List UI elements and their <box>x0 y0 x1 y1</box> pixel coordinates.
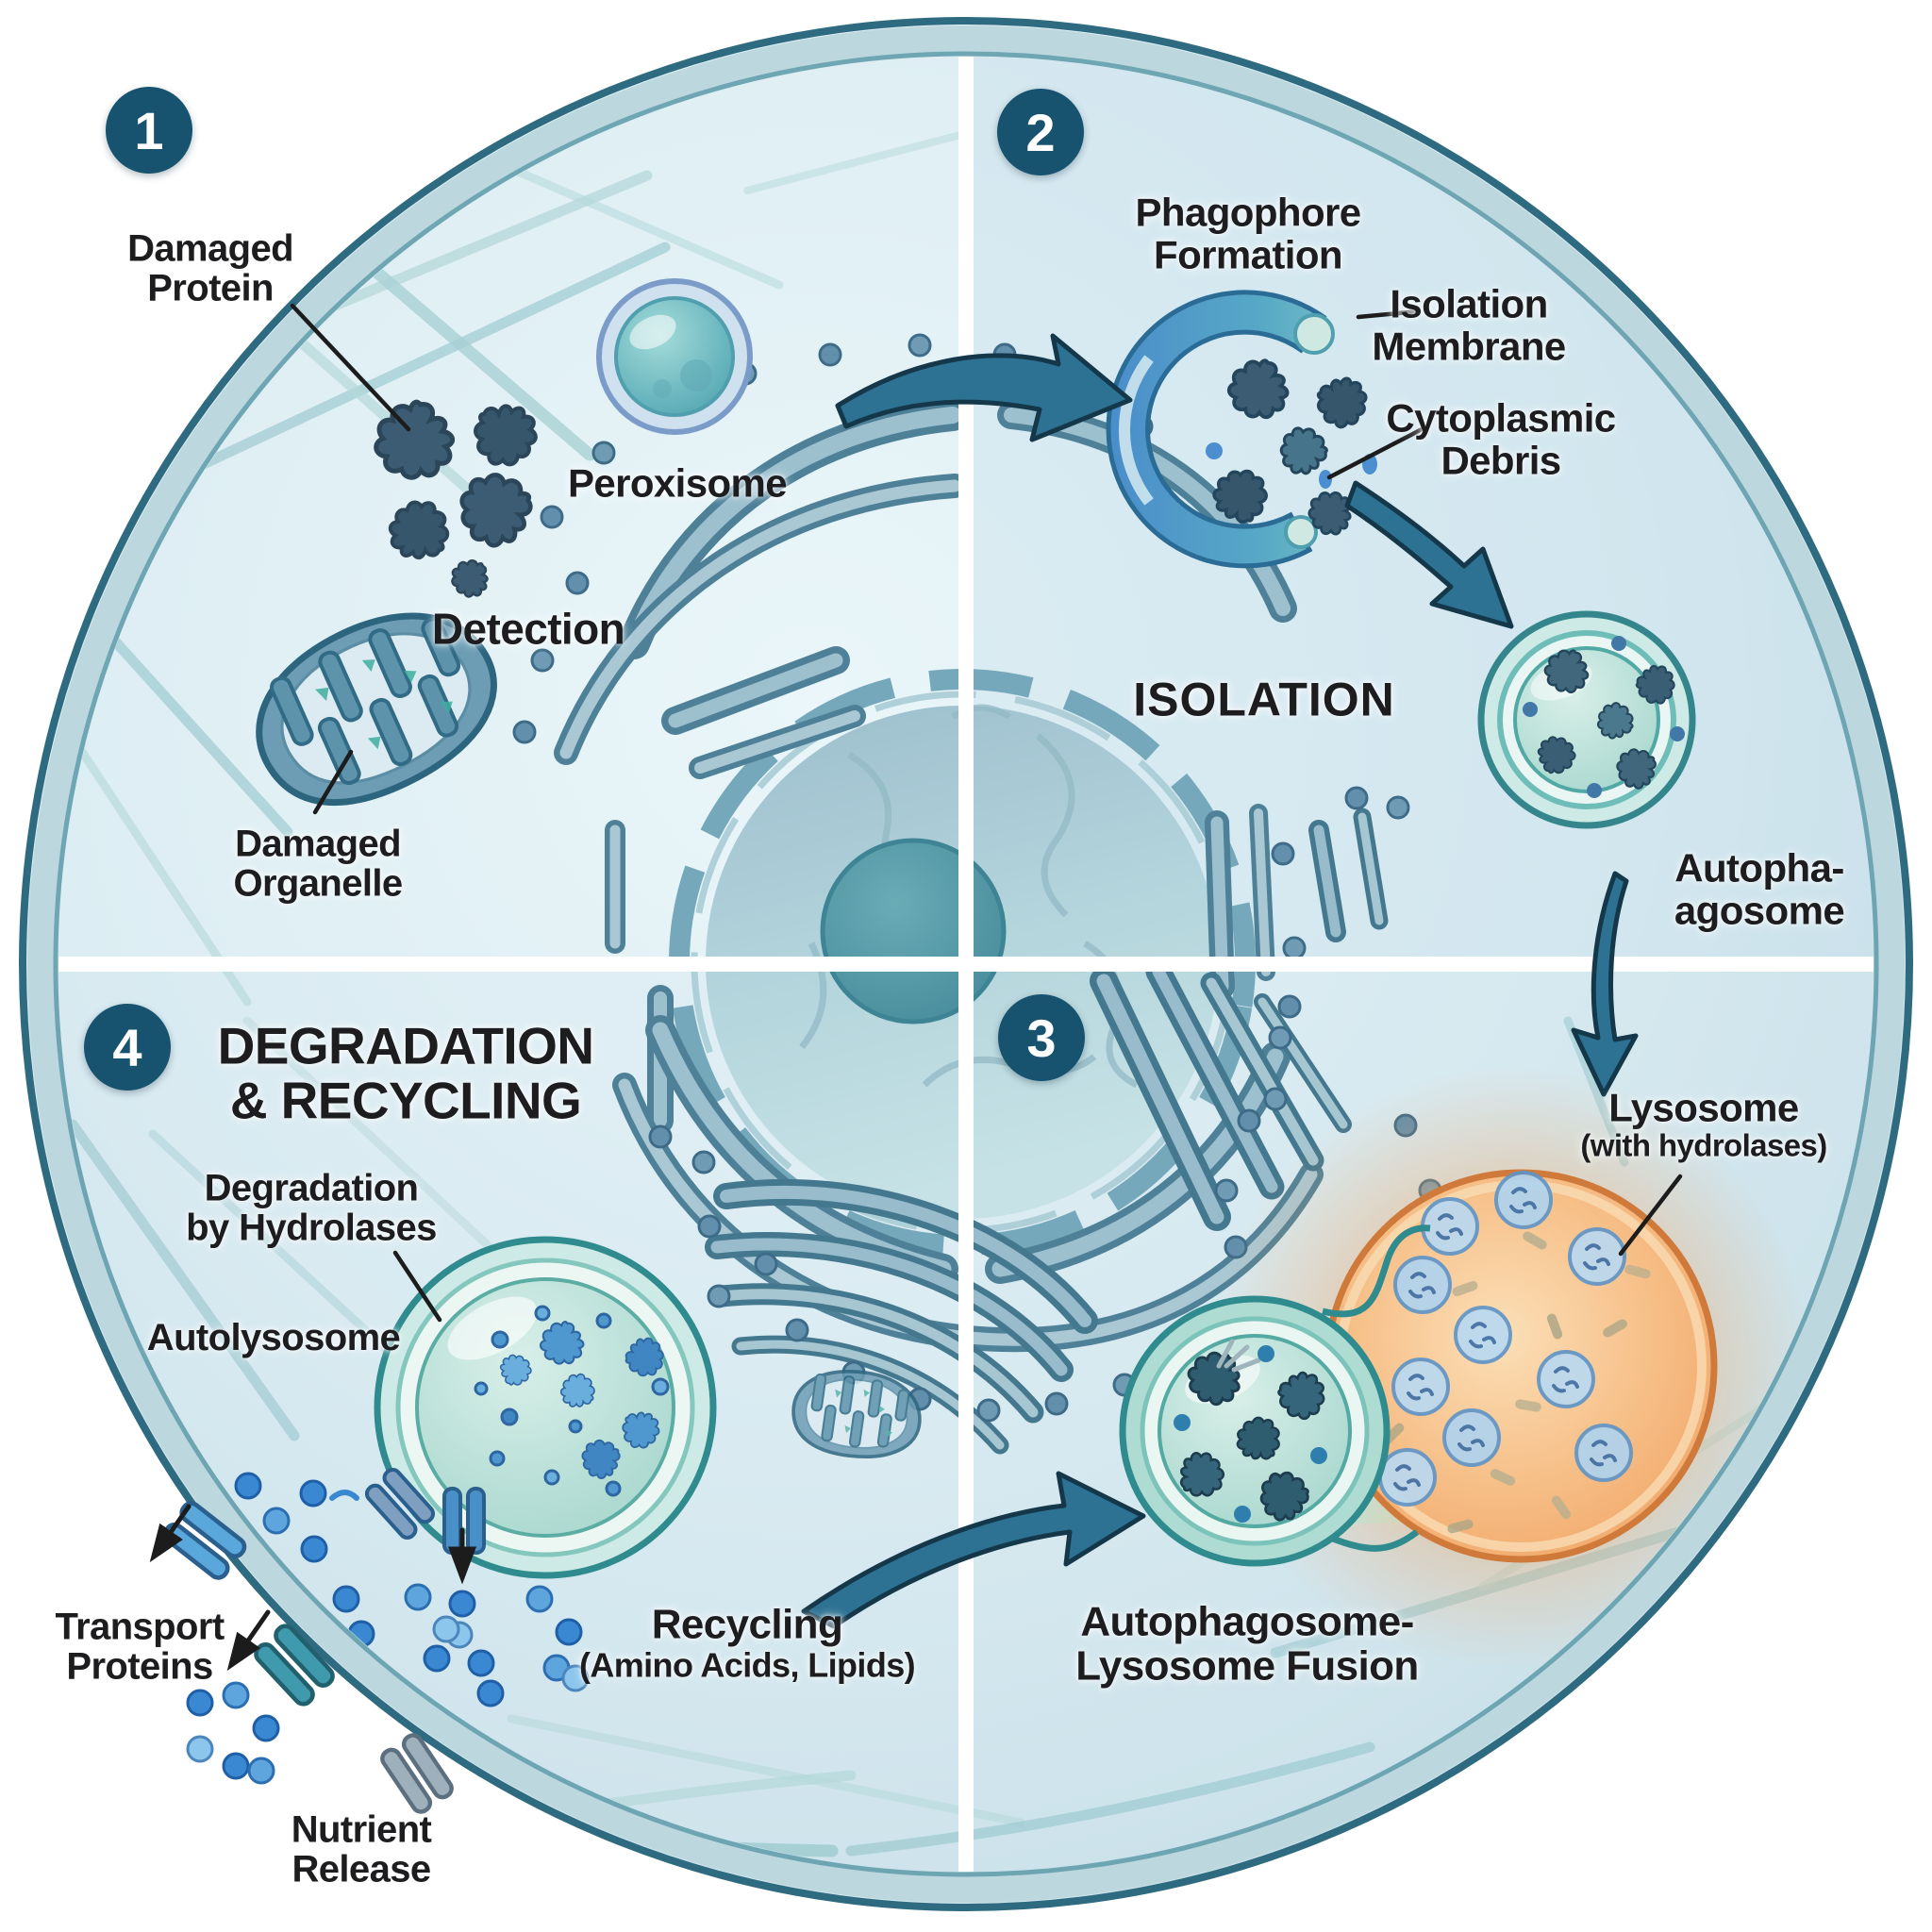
nutrient-dots-inner <box>329 1490 590 1707</box>
cell-inner-membrane <box>53 51 1879 1877</box>
peroxisome <box>596 278 753 435</box>
autolysosome <box>361 1236 717 1579</box>
golgi-apparatus-bottom <box>705 1178 1098 1455</box>
arrow-cup-to-autophagosome-icon <box>1344 480 1514 629</box>
cell-membrane-band <box>27 25 1905 1903</box>
degraded-fragments <box>474 1305 670 1497</box>
step-badge-4: 4 <box>84 1004 171 1091</box>
rough-er <box>554 399 1324 1353</box>
autophagosome-vesicle <box>1477 610 1696 829</box>
arrow-nutrient-export-1-icon <box>149 1504 192 1563</box>
label-lysosome: Lysosome (with hydrolases) <box>1580 1085 1827 1162</box>
fusion-lysosome <box>1324 1169 1718 1563</box>
pointer-cytoplasmic-debris <box>1326 424 1430 480</box>
label-autophagosome-lysosome-fusion: Autophagosome-Lysosome Fusion <box>1075 1598 1419 1689</box>
phagophore-cup <box>1106 290 1335 569</box>
cytoplasmic-debris-dots <box>1206 442 1377 489</box>
pointer-isolation-membrane <box>1356 308 1422 320</box>
pointer-damaged-organelle <box>312 749 354 815</box>
label-autophagosome: Autopha-agosome <box>1674 845 1845 932</box>
step-badge-3: 3 <box>998 994 1085 1081</box>
step-badge-1: 1 <box>106 87 192 174</box>
arrow-autophagosome-to-lysosome-icon <box>1571 871 1639 1097</box>
label-isolation: ISOLATION <box>1133 673 1395 726</box>
arrow-detection-to-isolation-icon <box>835 333 1133 442</box>
fusion-autophagosome <box>1119 1295 1391 1567</box>
flow-arrows <box>801 333 1639 1629</box>
pointer-lysosome <box>1618 1174 1683 1257</box>
pointer-degradation <box>392 1250 442 1323</box>
arrow-autolysosome-to-fusion-icon <box>801 1471 1146 1629</box>
callout-lines <box>290 303 1683 1323</box>
label-autolysosome: Autolysosome <box>146 1316 401 1358</box>
fusion-neck-membrane-top <box>1322 1224 1431 1318</box>
step-badge-2: 2 <box>997 89 1084 175</box>
arrow-nutrient-export-2-icon <box>226 1609 271 1672</box>
divider-cross <box>58 57 1874 1872</box>
small-arrows <box>149 1504 476 1672</box>
pointer-damaged-protein <box>290 303 411 432</box>
fusion-neck-membrane-bottom <box>1324 1529 1420 1552</box>
gray-fiber-debris <box>1216 1339 1261 1373</box>
label-detection: Detection <box>431 604 625 654</box>
label-recycling: Recycling (Amino Acids, Lipids) <box>578 1601 916 1685</box>
label-degradation-recycling-title: DEGRADATION& RECYCLING <box>217 1016 594 1130</box>
fusion-complex <box>1119 1066 1811 1670</box>
golgi-apparatus-right <box>1090 808 1389 1231</box>
label-peroxisome: Peroxisome <box>567 460 788 506</box>
nucleolus <box>820 838 1007 1024</box>
